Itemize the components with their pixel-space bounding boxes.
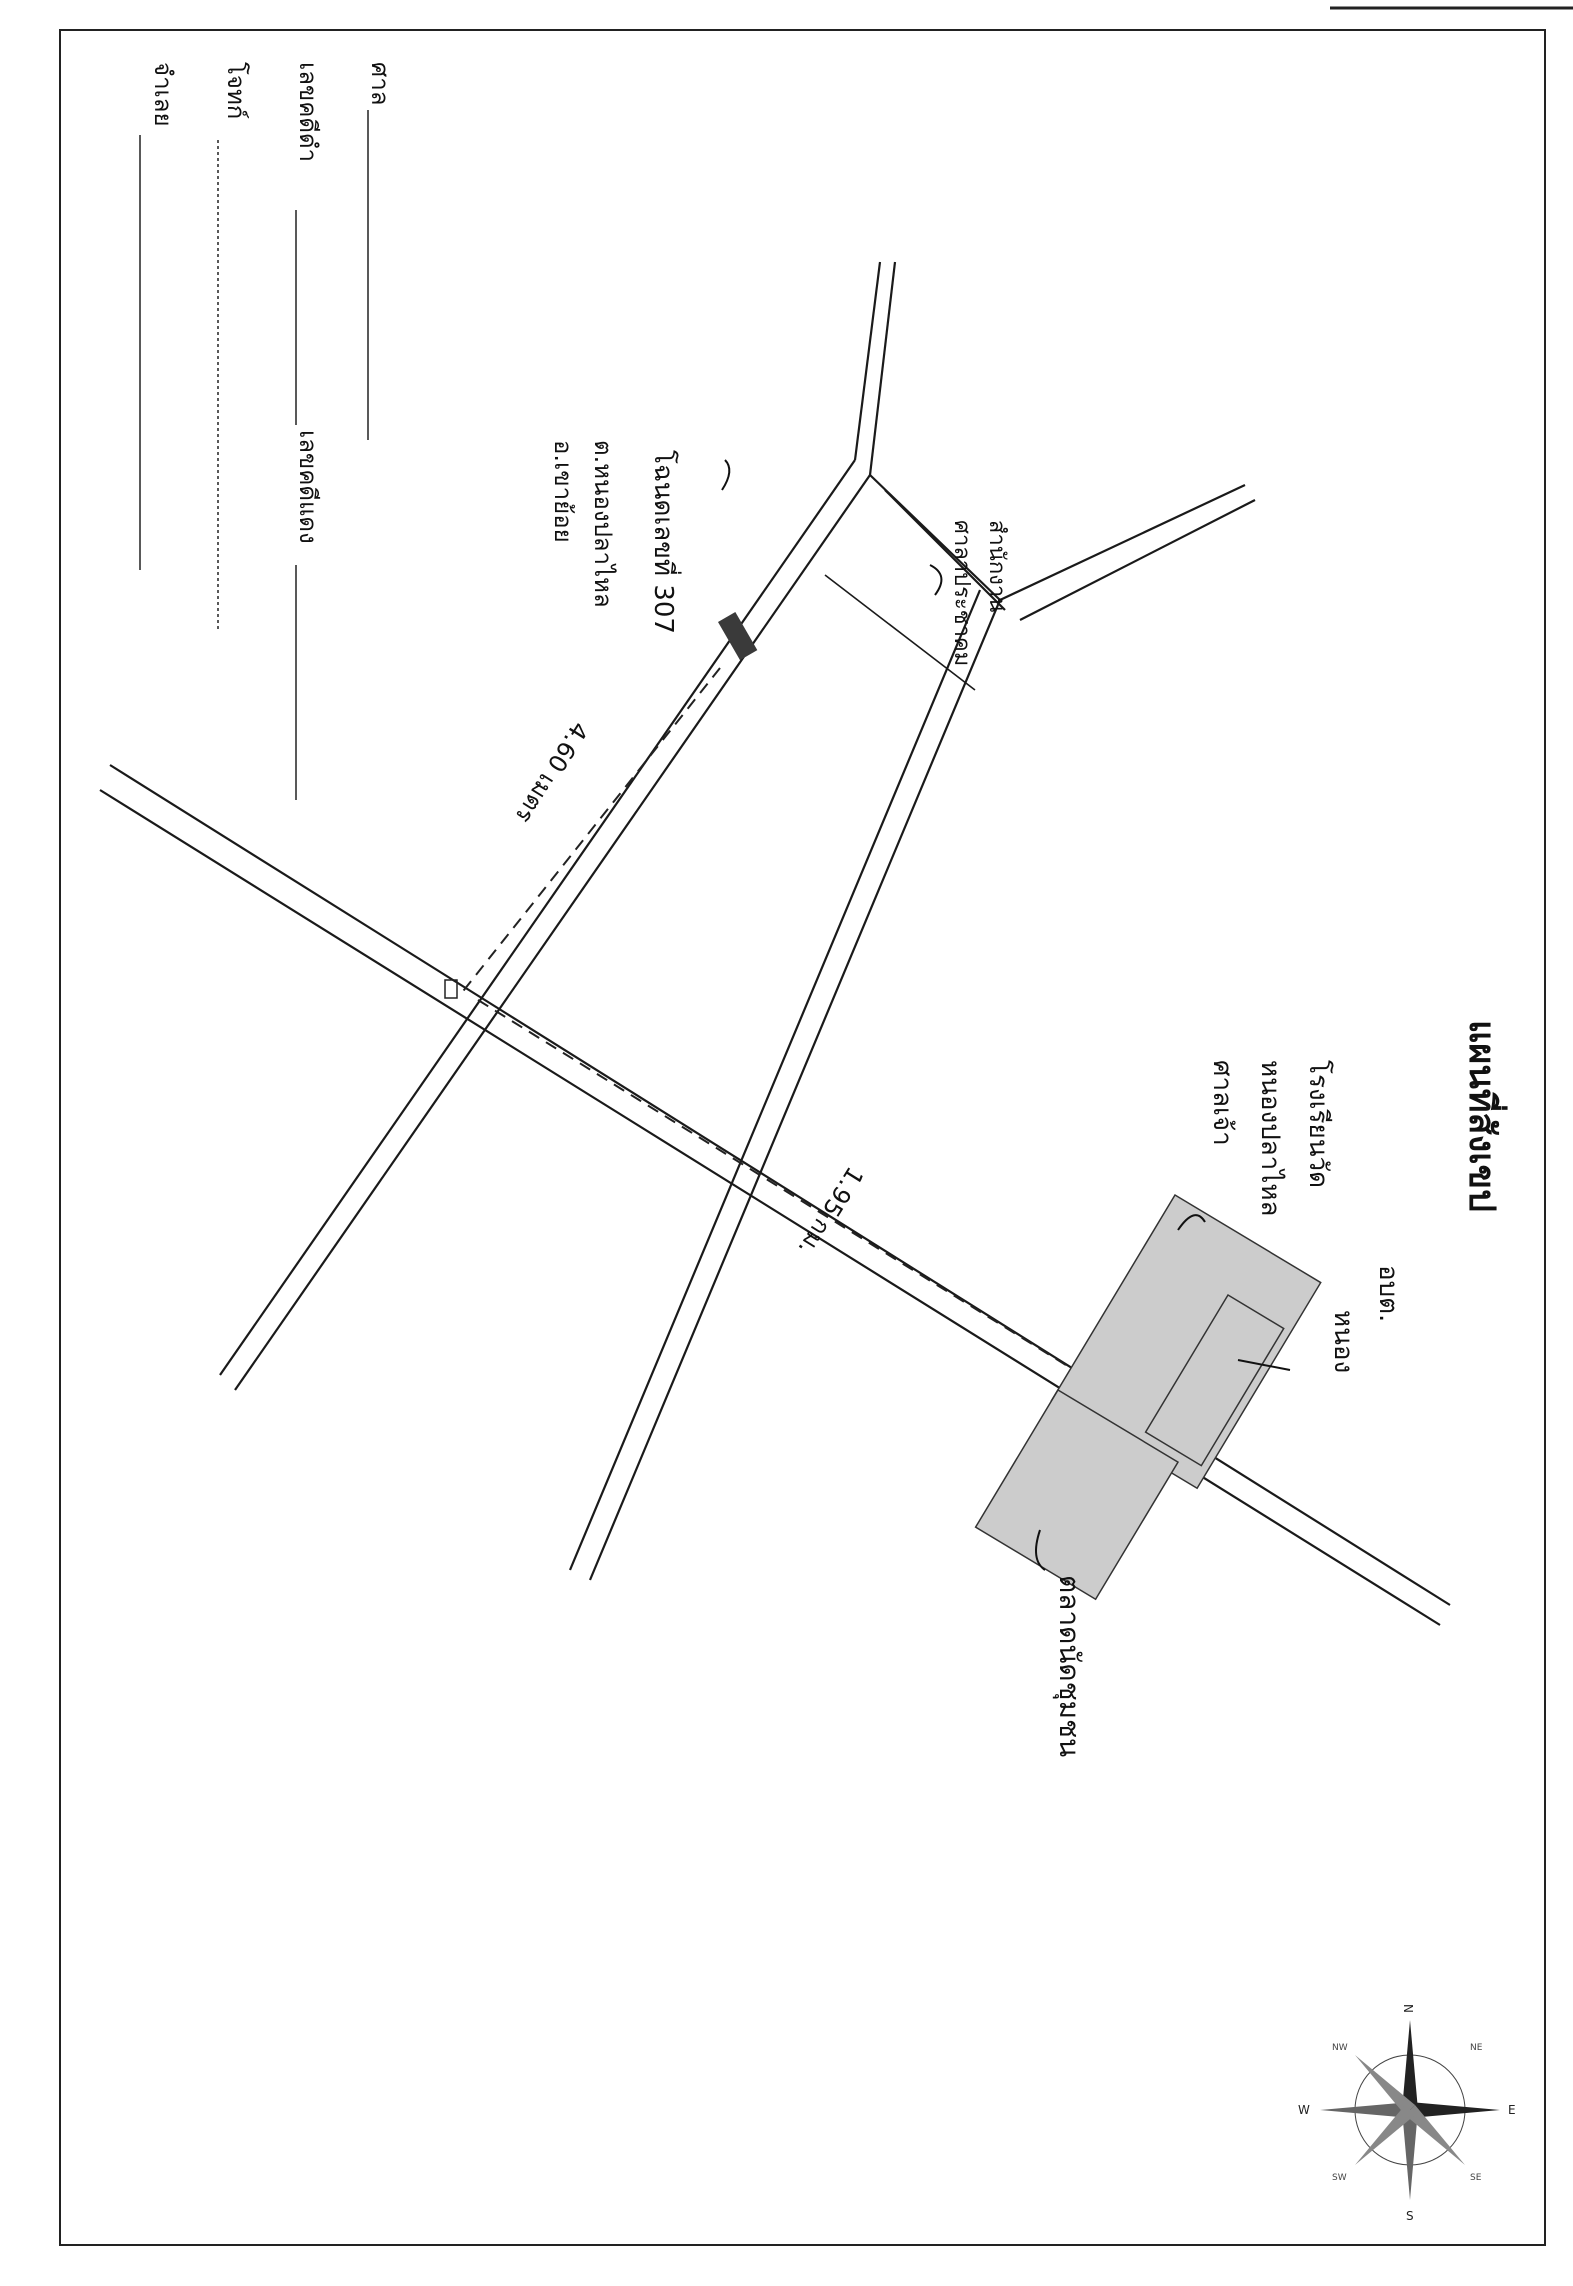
upper-building-label-1: โรงเรียนวัด <box>1303 1060 1334 1188</box>
arrow-property <box>721 459 731 491</box>
property-location: ต.หนองปลาไหล <box>589 440 617 608</box>
upper-building-label-2: หนองปลาไหล <box>1255 1060 1286 1216</box>
compass-point-e <box>1410 2102 1500 2118</box>
route-long <box>477 999 1091 1381</box>
road-north-1 <box>853 261 897 476</box>
map-title: แผนที่สังเขป <box>1461 1020 1508 1212</box>
compass-label-e: E <box>1508 2103 1516 2117</box>
court-label: ศาล <box>366 62 394 105</box>
compass-label-se: SE <box>1470 2173 1482 2183</box>
property-label: โฉนดเลขที่ 307 <box>648 450 682 634</box>
compass-label-nw: NW <box>1332 2043 1348 2053</box>
side-building-label-2: หนอง <box>1328 1310 1358 1373</box>
upper-building-small <box>1144 1293 1285 1467</box>
distance-routes <box>459 667 1091 1381</box>
red-case-label: เลขคดีแดง <box>294 430 322 544</box>
arrow-triangle <box>929 564 943 596</box>
roads <box>99 261 1451 1626</box>
triangle-label: สำนักงาน <box>984 520 1009 612</box>
defendant-label: จำเลย <box>149 62 177 127</box>
triangle-sub: ศาลาประชาคม <box>949 520 974 666</box>
compass-label-ne: NE <box>1470 2043 1483 2053</box>
compass-point-n <box>1402 2020 1418 2110</box>
header-fields: ศาล เลขคดีดำ เลขคดีแดง โจทก์ จำเลย <box>139 62 394 800</box>
route-short <box>459 667 721 996</box>
compass-label-w: W <box>1298 2103 1310 2117</box>
property-marker <box>718 612 758 661</box>
compass-label-sw: SW <box>1332 2173 1347 2183</box>
arrow-side <box>1237 1359 1291 1371</box>
annotation-arrows <box>721 459 1291 1571</box>
distance-short: 4.60 เมตร <box>510 717 594 828</box>
road-north-2 <box>999 484 1256 621</box>
page-frame <box>59 29 1546 2246</box>
compass-rose: N S E W NE NW SE SW <box>1298 2004 1516 2223</box>
triangle-inner-line <box>824 574 976 691</box>
lower-building <box>974 1388 1180 1601</box>
upper-building-label-3: ศาลเจ้า <box>1207 1060 1237 1146</box>
branch-road-lower <box>568 589 1002 1581</box>
side-building-label-1: อบต. <box>1373 1265 1403 1322</box>
buildings <box>974 1193 1322 1601</box>
property-district: อ.เขาย้อย <box>549 440 577 543</box>
lower-building-label: ตลาดนัดชุมชน <box>1052 1575 1086 1757</box>
arrow-lower <box>1035 1529 1046 1571</box>
triangle-top-road <box>869 474 1006 611</box>
compass-point-se <box>1405 2105 1465 2165</box>
compass-point-w <box>1320 2102 1410 2118</box>
compass-point-sw <box>1355 2105 1415 2165</box>
black-case-label: เลขคดีดำ <box>294 62 322 162</box>
plaintiff-label: โจทก์ <box>222 62 250 119</box>
arrow-upper <box>1177 1214 1206 1231</box>
branch-road-upper <box>219 459 871 1391</box>
compass-label-s: S <box>1406 2209 1414 2223</box>
compass-label-n: N <box>1401 2004 1415 2013</box>
compass-point-s <box>1402 2110 1418 2200</box>
junction-marker <box>444 979 458 999</box>
compass-point-nw <box>1355 2055 1415 2115</box>
main-road <box>99 764 1451 1626</box>
